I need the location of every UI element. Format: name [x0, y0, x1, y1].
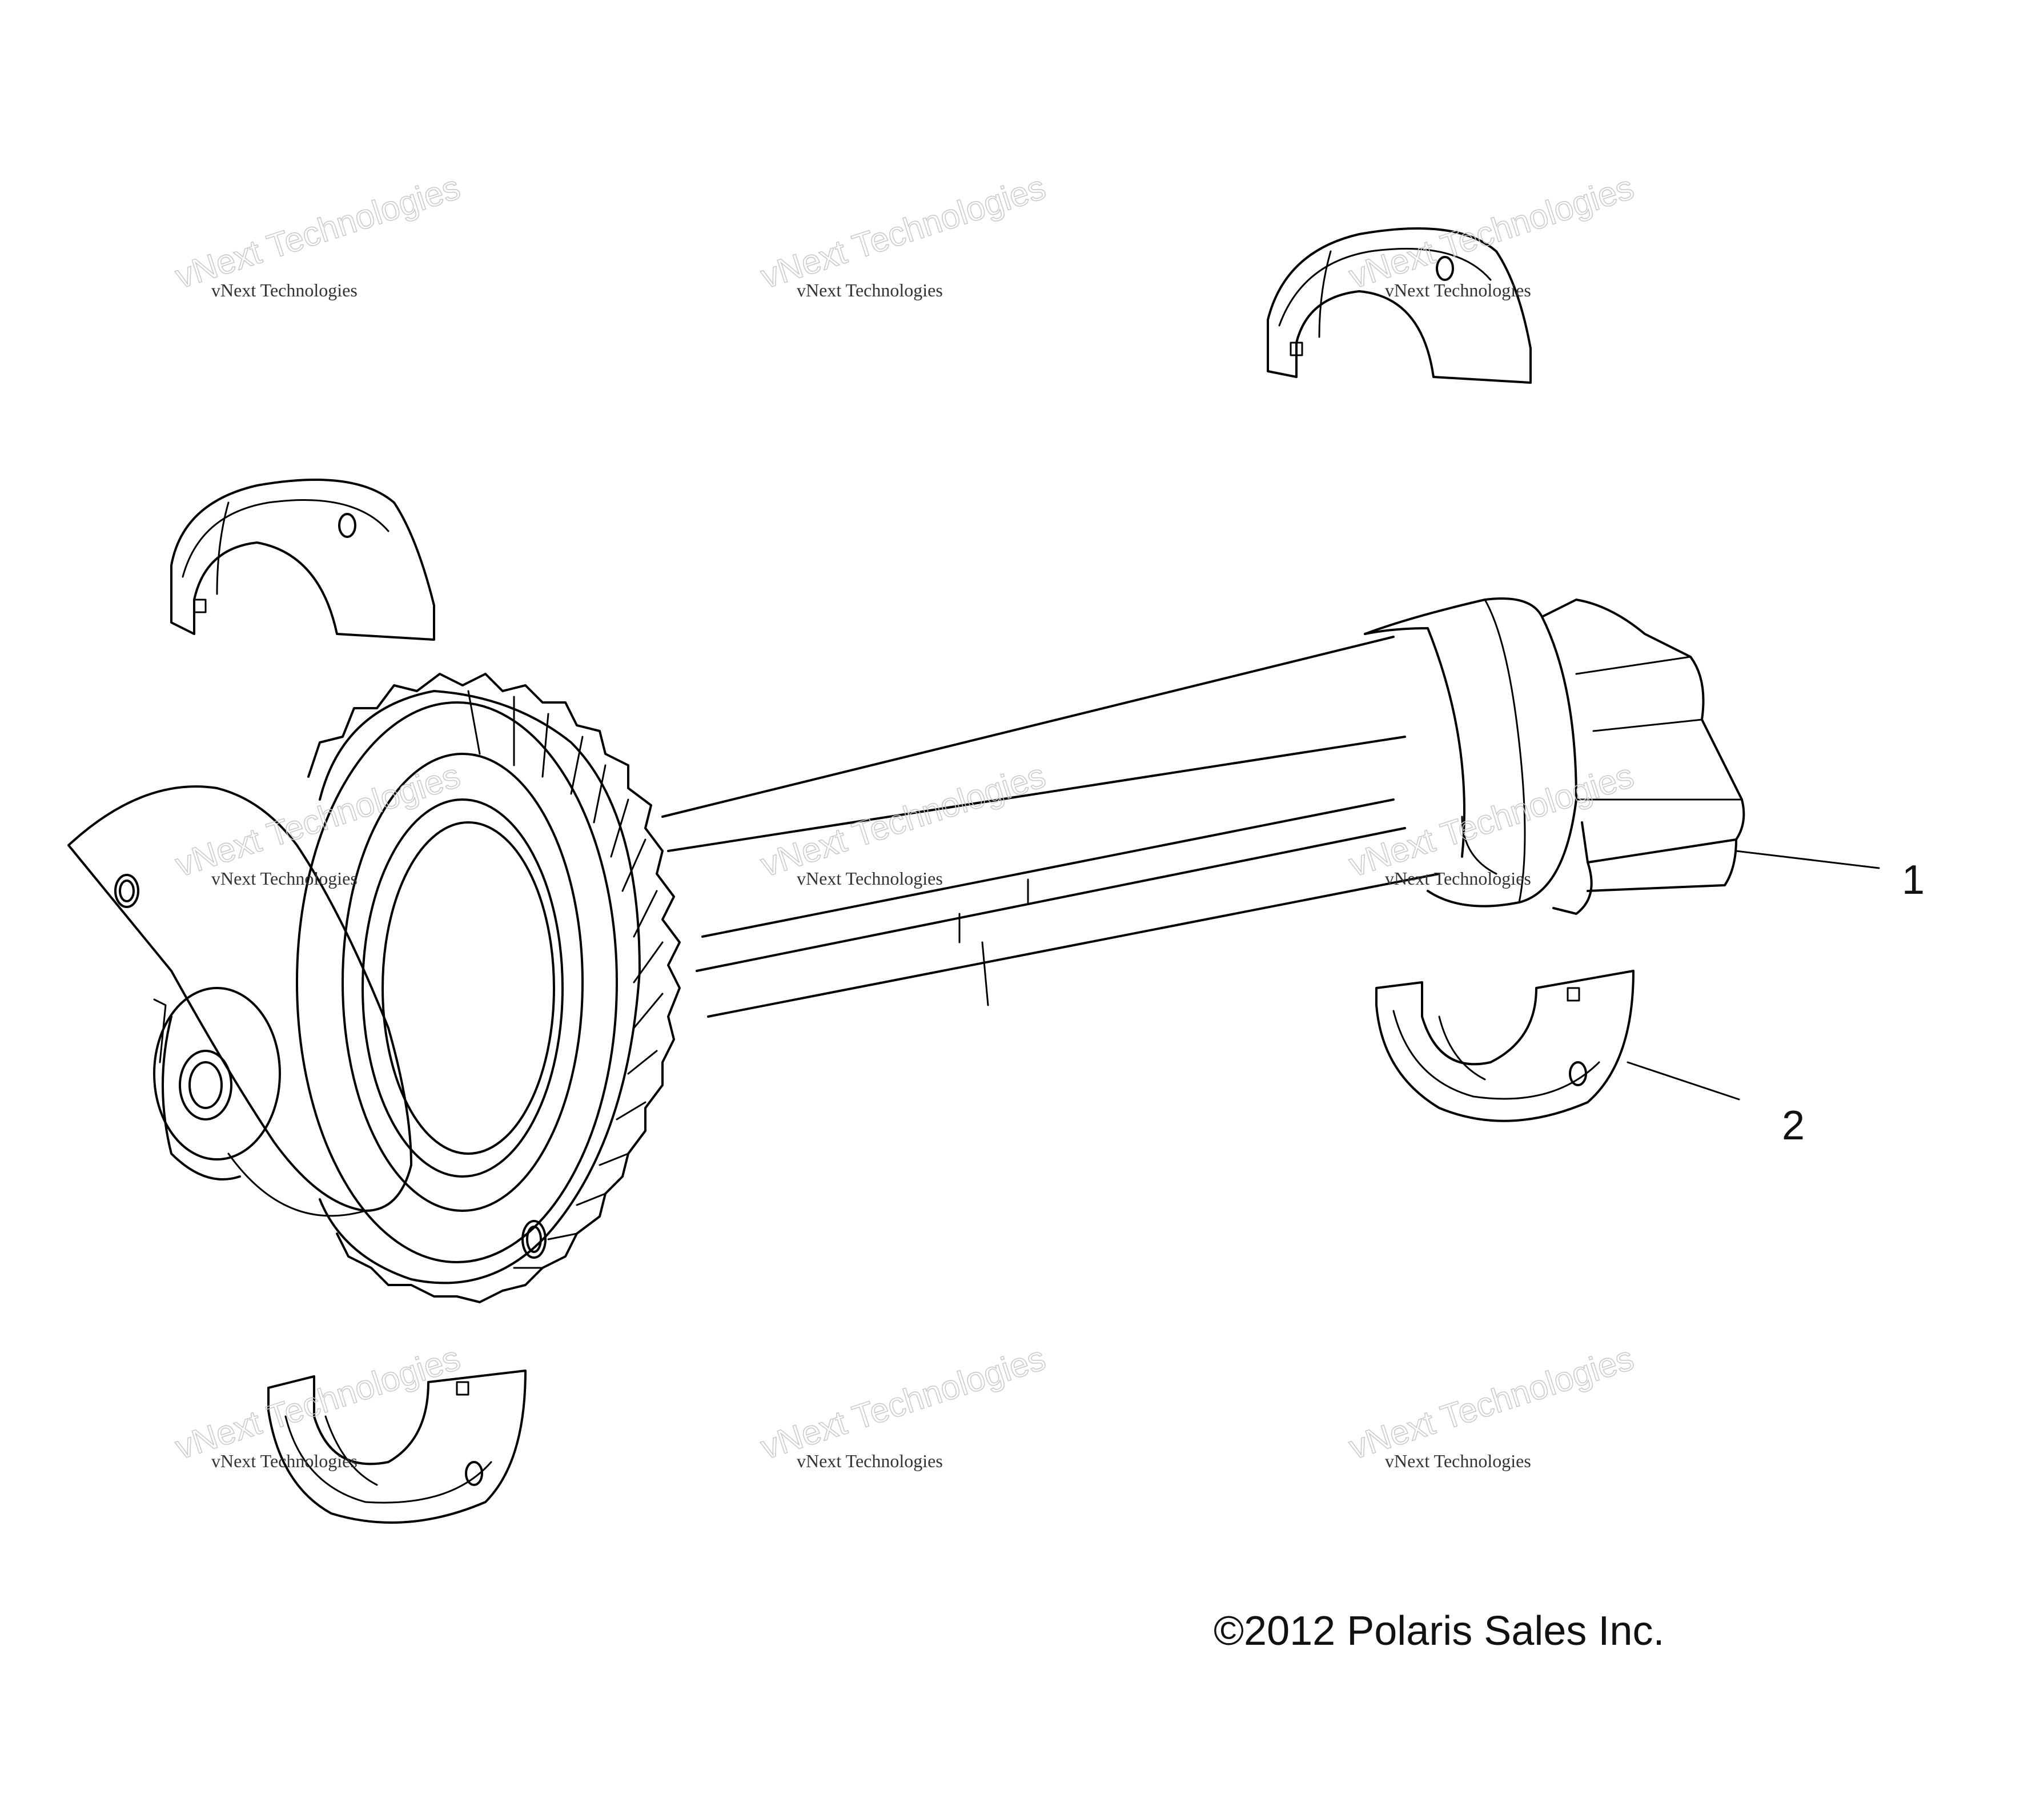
cam-gear [296, 673, 681, 1303]
leader-line-1 [1735, 850, 1880, 869]
camshaft [661, 597, 1745, 1018]
trigger-plate [67, 785, 412, 1217]
bearing-half-lower-left [267, 1370, 527, 1524]
bearing-half-upper-left [170, 479, 435, 641]
leader-line-2 [1627, 1061, 1740, 1101]
bearing-half-item-2 [1375, 970, 1635, 1122]
callout-2: 2 [1782, 1103, 1805, 1149]
copyright-text: ©2012 Polaris Sales Inc. [1214, 1608, 1665, 1654]
bearing-half-upper-right [1267, 227, 1532, 384]
callout-1: 1 [1902, 857, 1925, 903]
